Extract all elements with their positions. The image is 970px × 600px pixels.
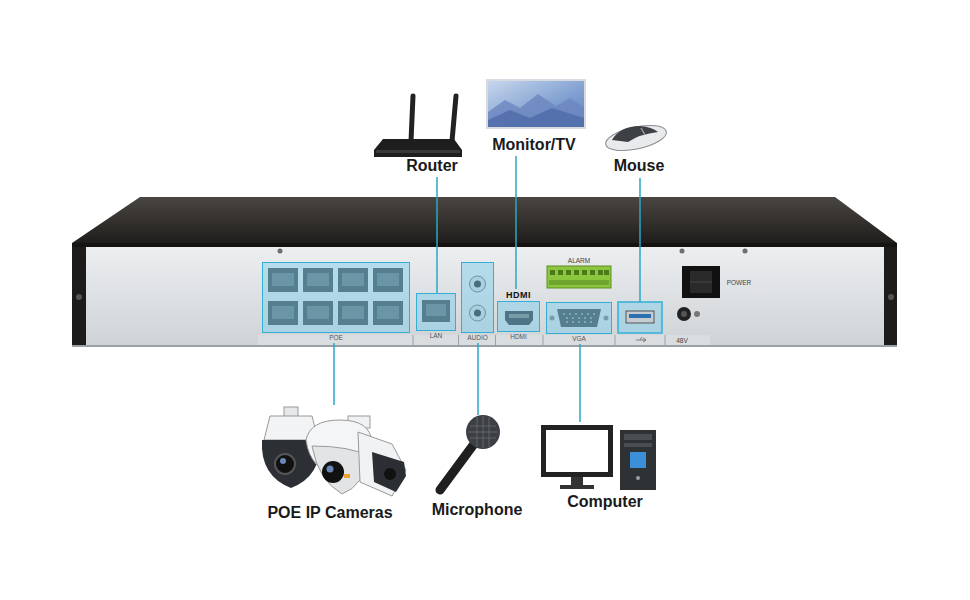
connector-line [580, 344, 581, 422]
nvr-chassis [72, 197, 897, 347]
port-label: LAN [416, 331, 456, 340]
connector-stroke [477, 343, 479, 415]
power-section [677, 266, 720, 321]
router-picture [374, 96, 462, 157]
panel-label: ALARM [547, 256, 611, 265]
microphone-picture [440, 415, 500, 490]
port-group: LAN [416, 293, 456, 340]
port-highlight [497, 301, 540, 332]
device-label-box: Computer [540, 422, 670, 512]
port-label: POE [262, 333, 410, 342]
panel-label: POWER [724, 278, 754, 287]
usb-port [618, 302, 662, 342]
port-group: HDMI HDMI [497, 289, 540, 341]
panel-label: 48V [670, 336, 694, 345]
port-group: POE [262, 262, 410, 342]
computer-picture [541, 425, 656, 490]
port-highlight [416, 293, 456, 331]
port-highlight [262, 262, 410, 333]
device-label-box: Mouse [594, 120, 684, 176]
device-label: Mouse [594, 156, 684, 176]
connector-stroke [436, 177, 438, 293]
connector-stroke [333, 343, 335, 405]
connector-line [437, 177, 438, 293]
usb-leader [639, 178, 641, 302]
connector-stroke [579, 344, 581, 422]
monitor-picture [487, 80, 585, 128]
device-label: POE IP Cameras [250, 503, 410, 523]
device-label-box: Microphone [427, 415, 527, 520]
port-logo: HDMI [497, 289, 540, 301]
port-label: VGA [546, 334, 612, 343]
device-label: Router [372, 156, 492, 176]
device-label: Computer [540, 492, 670, 512]
port-highlight [546, 302, 612, 334]
device-label: Monitor/TV [484, 135, 584, 155]
device-label-box: Router [372, 90, 492, 176]
connector-line [478, 343, 479, 415]
device-label-box: Monitor/TV [484, 78, 584, 155]
port-group: VGA [546, 302, 612, 343]
cameras-picture [262, 407, 406, 496]
port-highlight [461, 262, 494, 333]
mouse-picture [603, 121, 668, 155]
connector-line [334, 343, 335, 405]
port-label: AUDIO [461, 333, 494, 342]
device-label-box: POE IP Cameras [250, 405, 410, 523]
port-group: AUDIO [461, 262, 494, 342]
connector-stroke [515, 156, 517, 289]
port-label: HDMI [497, 332, 540, 341]
alarm-terminal [547, 266, 611, 288]
connector-line [516, 156, 517, 289]
device-label: Microphone [427, 500, 527, 520]
